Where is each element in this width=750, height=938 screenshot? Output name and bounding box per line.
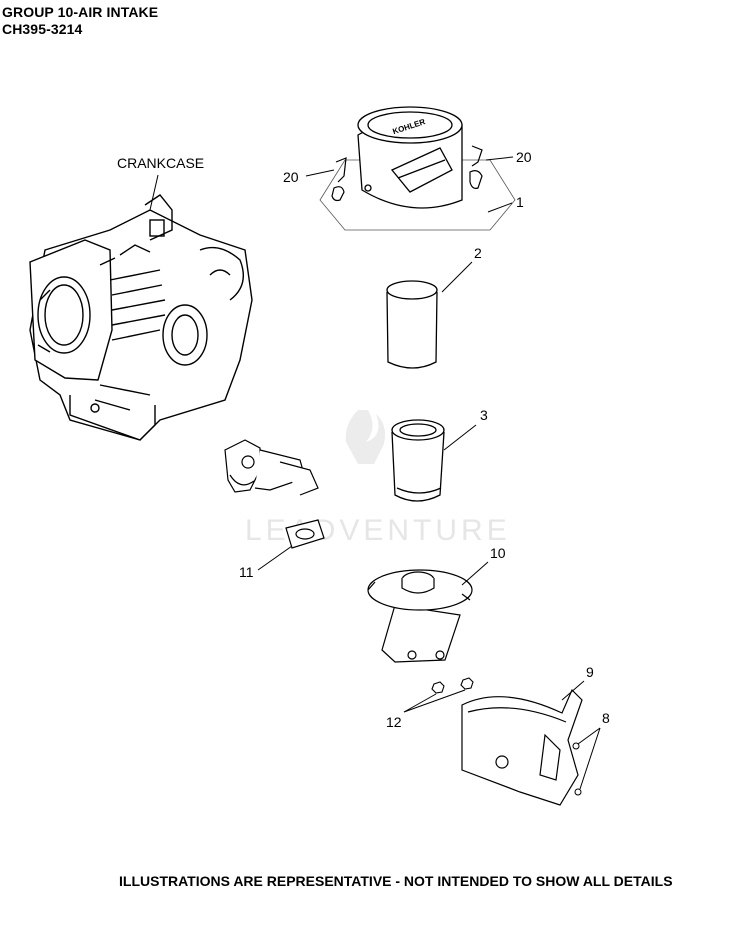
- label-20-left: 20: [283, 169, 299, 185]
- air-cleaner-cover: [319, 106, 516, 231]
- screws: [572, 742, 582, 796]
- label-8: 8: [602, 710, 610, 726]
- label-10: 10: [490, 545, 506, 561]
- carburetor: [224, 439, 319, 496]
- crankcase-label: CRANKCASE: [117, 155, 204, 171]
- label-20-right: 20: [516, 149, 532, 165]
- label-11: 11: [239, 564, 254, 580]
- label-12: 12: [386, 714, 402, 730]
- crankcase-illustration: [29, 194, 253, 441]
- label-9: 9: [586, 664, 594, 680]
- air-cleaner-base: [367, 569, 473, 663]
- crankcase-leader: [149, 174, 159, 211]
- clip-right: [469, 145, 483, 189]
- label-2: 2: [474, 245, 482, 261]
- label-3: 3: [480, 407, 488, 423]
- shroud: [461, 688, 583, 806]
- air-filter-element: [391, 419, 445, 502]
- label-1: 1: [516, 194, 524, 210]
- group-title: GROUP 10-AIR INTAKE: [2, 4, 159, 20]
- clip-left: [331, 157, 347, 202]
- gasket: [285, 519, 325, 549]
- watermark-text: LEADVENTURE: [245, 514, 511, 547]
- precleaner: [386, 280, 438, 369]
- footer-disclaimer: ILLUSTRATIONS ARE REPRESENTATIVE - NOT I…: [119, 873, 673, 889]
- model-number: CH395-3214: [2, 21, 83, 37]
- nuts: [431, 677, 474, 694]
